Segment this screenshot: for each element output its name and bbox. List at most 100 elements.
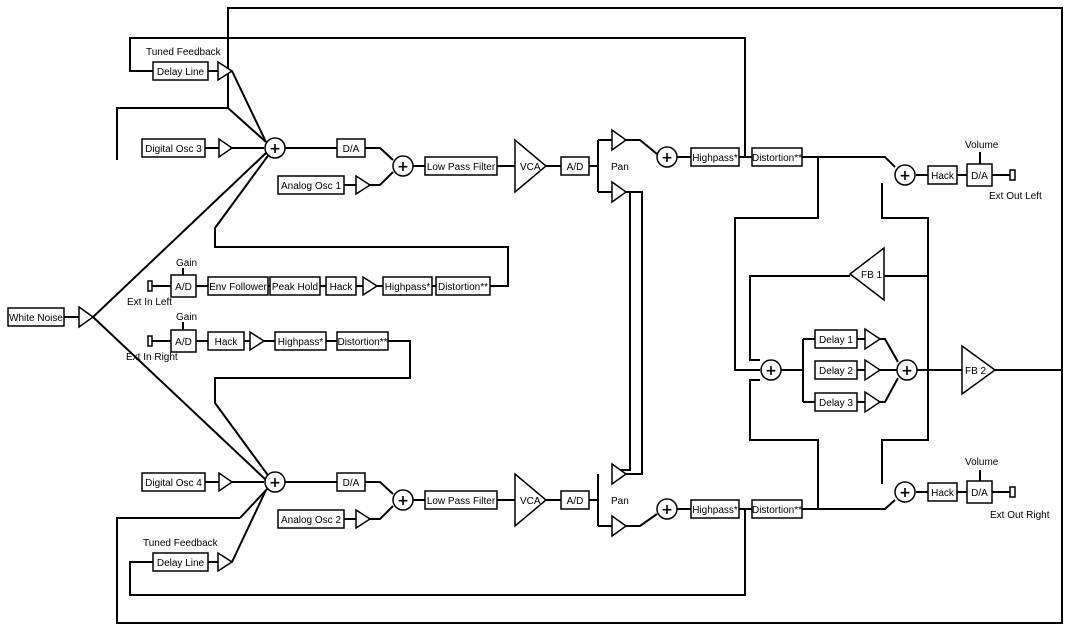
svg-text:Digital Osc 4: Digital Osc 4: [145, 478, 202, 489]
hack-output-top-block: Hack: [927, 165, 958, 185]
svg-text:Delay 3: Delay 3: [819, 398, 853, 409]
tuned-feedback-top-label: Tuned Feedback: [146, 47, 222, 58]
amp-osc4: [218, 471, 234, 493]
amp-white-noise: [78, 305, 95, 329]
ext-in-right-jack-icon: [147, 335, 156, 347]
distortion-bottom-block: Distortion**: [751, 499, 803, 519]
amp-delay2: [864, 358, 882, 382]
svg-text:+: +: [269, 475, 281, 491]
ad-top-block: A/D: [560, 156, 590, 176]
fb1-amp: FB 1: [848, 246, 885, 302]
peak-hold-block: Peak Hold: [269, 276, 321, 296]
amp-delay1: [864, 327, 882, 351]
svg-text:Highpass*: Highpass*: [278, 337, 324, 348]
svg-text:Low Pass Filter: Low Pass Filter: [427, 496, 496, 507]
svg-text:VCA: VCA: [520, 496, 541, 507]
amp-analog2: [355, 508, 372, 530]
summing-node-delay-input: +: [760, 359, 782, 381]
gain-left-label: Gain: [176, 258, 197, 269]
svg-text:D/A: D/A: [971, 171, 988, 182]
env-follower-block: Env Follower: [207, 276, 269, 296]
hack-ext-in-left-block: Hack: [325, 276, 357, 296]
svg-text:D/A: D/A: [971, 488, 988, 499]
analog-osc2-block: Analog Osc 2: [277, 509, 345, 529]
amp-triangles: [78, 60, 882, 573]
analog-osc1-block: Analog Osc 1: [277, 175, 345, 195]
svg-text:Hack: Hack: [330, 282, 354, 293]
svg-text:Hack: Hack: [931, 171, 955, 182]
svg-text:Digital Osc 3: Digital Osc 3: [145, 144, 202, 155]
digital-osc3-block: Digital Osc 3: [141, 138, 206, 158]
da-bottom-block: D/A: [336, 472, 366, 492]
pan-bottom-label: Pan: [611, 496, 629, 507]
svg-text:D/A: D/A: [343, 144, 360, 155]
vca-top-amp: VCA: [514, 138, 548, 194]
amp-pan-bot-b: [611, 514, 628, 538]
amp-pan-bot-a: [611, 462, 628, 486]
svg-text:+: +: [899, 168, 911, 184]
ext-in-right-label: Ext In Right: [126, 352, 178, 363]
amp-ext-right: [249, 330, 266, 352]
summing-node-delay-output: +: [896, 359, 918, 381]
ext-out-right-jack-icon: [1009, 486, 1016, 498]
delay2-block: Delay 2: [814, 360, 858, 380]
svg-text:Delay Line: Delay Line: [157, 67, 205, 78]
volume-top-label: Volume: [965, 140, 999, 151]
highpass-ext-in-left-block: Highpass*: [382, 276, 433, 296]
svg-text:Low Pass Filter: Low Pass Filter: [427, 162, 496, 173]
tuned-feedback-bottom-label: Tuned Feedback: [143, 538, 219, 549]
low-pass-filter-top-block: Low Pass Filter: [424, 156, 498, 176]
ad-bottom-block: A/D: [560, 490, 590, 510]
hack-output-bottom-block: Hack: [927, 482, 958, 502]
svg-text:Highpass*: Highpass*: [692, 153, 738, 164]
svg-text:+: +: [397, 493, 409, 509]
low-pass-filter-bottom-block: Low Pass Filter: [424, 490, 498, 510]
summing-node-top-output: +: [894, 164, 916, 186]
summing-node-bottom-input: +: [264, 471, 286, 493]
delay-line-bottom-block: Delay Line: [152, 552, 209, 572]
fb2-amp: FB 2: [961, 344, 997, 396]
svg-text:+: +: [661, 502, 673, 518]
vca-bottom-amp: VCA: [514, 472, 548, 528]
svg-text:A/D: A/D: [567, 496, 584, 507]
svg-text:Peak Hold: Peak Hold: [272, 282, 318, 293]
hack-ext-in-right-block: Hack: [207, 331, 245, 351]
svg-text:Analog Osc 2: Analog Osc 2: [281, 515, 341, 526]
svg-text:White Noise: White Noise: [9, 313, 63, 324]
da-output-bottom-block: D/A: [966, 480, 993, 504]
summing-node-top-analog: +: [392, 155, 414, 177]
amp-pan-top-a: [611, 128, 628, 152]
summing-node-top-pan: +: [656, 146, 678, 168]
svg-text:D/A: D/A: [343, 478, 360, 489]
summing-node-bottom-pan: +: [656, 498, 678, 520]
amp-analog1: [355, 174, 372, 196]
summing-node-bottom-analog: +: [392, 489, 414, 511]
svg-text:+: +: [765, 363, 777, 379]
distortion-top-block: Distortion**: [751, 147, 803, 167]
ext-out-left-jack-icon: [1009, 169, 1016, 181]
svg-text:Env Follower: Env Follower: [209, 282, 267, 293]
svg-text:Highpass*: Highpass*: [692, 505, 738, 516]
svg-text:Hack: Hack: [215, 337, 239, 348]
volume-bottom-label: Volume: [965, 457, 999, 468]
svg-text:Distortion**: Distortion**: [752, 505, 802, 516]
svg-text:Distortion**: Distortion**: [752, 153, 802, 164]
svg-text:+: +: [269, 141, 281, 157]
wires: [64, 7, 1063, 624]
amp-pan-top-b: [611, 180, 628, 204]
amp-delay-top: [217, 60, 234, 82]
svg-text:VCA: VCA: [520, 162, 541, 173]
svg-text:Highpass*: Highpass*: [385, 282, 431, 293]
ext-out-left-label: Ext Out Left: [989, 191, 1042, 202]
amp-osc3: [218, 137, 234, 159]
ext-in-left-jack-icon: [147, 280, 156, 292]
svg-text:Distortion**: Distortion**: [337, 337, 387, 348]
distortion-ext-in-left-block: Distortion**: [435, 276, 491, 296]
svg-text:FB 2: FB 2: [965, 366, 987, 377]
svg-text:Analog Osc 1: Analog Osc 1: [281, 181, 341, 192]
ext-out-right-label: Ext Out Right: [990, 510, 1050, 521]
svg-text:Delay 1: Delay 1: [819, 335, 853, 346]
ad-ext-in-right-block: A/D: [170, 329, 197, 353]
ad-ext-in-left-block: A/D: [170, 274, 197, 298]
